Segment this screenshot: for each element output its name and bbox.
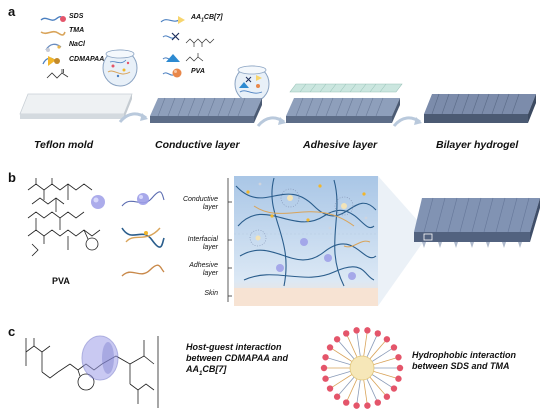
micelle-tail bbox=[369, 339, 388, 360]
sds-head bbox=[374, 330, 381, 337]
sds-head bbox=[374, 399, 381, 406]
stage-label-bilayer-hydrogel: Bilayer hydrogel bbox=[436, 139, 519, 151]
sds-head bbox=[322, 354, 329, 361]
micelle-tail bbox=[363, 330, 368, 357]
host-guest-caption-line-3: AA1CB[7] bbox=[186, 364, 227, 377]
micelle-tail bbox=[356, 379, 361, 406]
sds-head bbox=[333, 336, 341, 343]
crosslinker-icon bbox=[162, 32, 215, 47]
zoom-projection bbox=[378, 176, 426, 306]
sds-head bbox=[322, 375, 329, 382]
sds-head bbox=[353, 327, 360, 334]
hydrophobic-caption-line-2: between SDS and TMA bbox=[412, 361, 510, 371]
micelle-tail bbox=[329, 374, 353, 389]
panel-a-letter: a bbox=[8, 4, 16, 19]
micelle-tail bbox=[366, 378, 379, 403]
hydrophobic-caption: Hydrophobic interaction between SDS and … bbox=[412, 350, 547, 372]
network-cross-section bbox=[234, 176, 378, 306]
pva-label: PVA bbox=[52, 276, 70, 286]
host-guest-structure bbox=[25, 335, 159, 408]
micelle-tail bbox=[371, 374, 395, 389]
sds-head bbox=[383, 336, 391, 343]
micelle-tail bbox=[373, 356, 399, 366]
hydrogel-device-3d bbox=[414, 197, 540, 248]
crosslinked-chain-icon bbox=[121, 227, 165, 248]
micelle-tail bbox=[345, 333, 358, 358]
micelle-tail bbox=[356, 330, 361, 357]
pva-sphere-icon bbox=[162, 68, 182, 78]
legend-label-aa1cb7: AA1CB[7] bbox=[191, 14, 223, 24]
polymer-network-structure bbox=[27, 178, 105, 257]
sds-head bbox=[364, 327, 371, 334]
tma-chain-icon bbox=[40, 30, 66, 36]
micelle-tail bbox=[325, 370, 351, 380]
host-guest-chain-icon bbox=[121, 191, 165, 207]
sds-head bbox=[343, 330, 350, 337]
legend-label-cdmapaa: CDMAPAA bbox=[69, 56, 105, 63]
panel-b-letter: b bbox=[8, 170, 16, 185]
nacl-icon bbox=[45, 43, 62, 52]
flow-arrow-1 bbox=[118, 112, 148, 123]
layer-label-interfacial: Interfacial layer bbox=[187, 236, 218, 251]
micelle-tail bbox=[336, 339, 355, 360]
panel-c-letter: c bbox=[8, 324, 16, 339]
layer-label-adhesive: Adhesive layer bbox=[189, 262, 218, 277]
cdmapaa-icon bbox=[42, 56, 60, 66]
layer-label-conductive: Conductive layer bbox=[182, 196, 218, 211]
precursor-flask-2 bbox=[234, 65, 270, 103]
acrylamide-icon bbox=[162, 53, 204, 62]
hydrophobic-caption-line-1: Hydrophobic interaction bbox=[412, 350, 517, 360]
sds-head bbox=[333, 393, 341, 400]
host-guest-caption: Host-guest interaction between CDMAPAA a… bbox=[186, 342, 336, 380]
sds-head bbox=[390, 344, 398, 351]
flow-arrow-3 bbox=[392, 116, 422, 127]
stage-label-adhesive-layer: Adhesive layer bbox=[303, 139, 378, 151]
aa1cb7-icon bbox=[160, 16, 185, 24]
sds-molecule-icon bbox=[40, 16, 66, 22]
sds-head bbox=[320, 364, 328, 372]
micelle-tail bbox=[369, 376, 388, 397]
host-guest-caption-line-2: between CDMAPAA and bbox=[186, 353, 289, 363]
sds-head bbox=[395, 375, 402, 382]
sds-head bbox=[396, 364, 404, 372]
micelle-tail bbox=[345, 378, 358, 403]
stage-label-teflon-mold: Teflon mold bbox=[34, 139, 94, 151]
flow-arrow-2 bbox=[256, 116, 286, 127]
legend-label-nacl: NaCl bbox=[69, 41, 85, 48]
micelle-tail bbox=[366, 333, 379, 358]
sds-head bbox=[326, 344, 334, 351]
legend-label-tma: TMA bbox=[69, 27, 85, 34]
micelle-tail bbox=[373, 370, 399, 380]
sds-head bbox=[383, 393, 391, 400]
legend-label-pva: PVA bbox=[191, 68, 205, 75]
micelle-tail bbox=[336, 376, 355, 397]
acrylamide-structure-icon bbox=[46, 69, 69, 79]
host-guest-caption-line-1: Host-guest interaction bbox=[186, 342, 282, 352]
adhesive-layer-slab bbox=[286, 83, 403, 123]
sds-head bbox=[326, 385, 334, 392]
sds-head bbox=[395, 354, 402, 361]
teflon-mold bbox=[19, 93, 133, 119]
sds-tma-micelle bbox=[320, 327, 404, 409]
layer-label-skin: Skin bbox=[204, 290, 218, 297]
micelle-tail bbox=[363, 379, 368, 406]
sds-head bbox=[343, 399, 350, 406]
bilayer-hydrogel-slab bbox=[424, 93, 536, 123]
stage-label-conductive-layer: Conductive layer bbox=[155, 139, 240, 151]
conductive-layer-slab bbox=[150, 97, 262, 123]
sds-head bbox=[390, 385, 398, 392]
sds-head bbox=[353, 402, 360, 409]
precursor-flask-1 bbox=[102, 49, 138, 87]
layer-bracket bbox=[227, 178, 232, 302]
sds-head bbox=[364, 402, 371, 409]
micelle-tail bbox=[371, 347, 395, 362]
micelle-tail bbox=[329, 347, 353, 362]
pva-chain-icon bbox=[121, 264, 165, 277]
micelle-tail bbox=[325, 356, 351, 366]
legend-label-sds: SDS bbox=[69, 13, 84, 20]
